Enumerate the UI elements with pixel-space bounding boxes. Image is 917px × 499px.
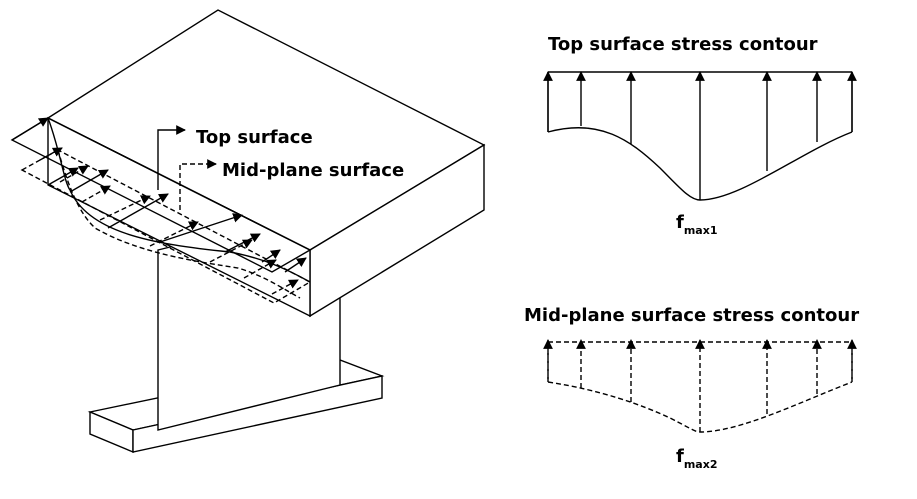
mid-arrow bbox=[149, 221, 199, 247]
mid-plane-stress-arrows bbox=[39, 147, 299, 295]
fmax1-label: fmax1 bbox=[676, 212, 717, 237]
top-contour-curve bbox=[547, 127, 853, 201]
top-arrow bbox=[69, 169, 109, 193]
mid-arrow bbox=[99, 195, 151, 221]
mid-plane-surface-label: Mid-plane surface bbox=[222, 160, 404, 181]
top-arrow bbox=[159, 213, 243, 243]
mid-arrow bbox=[39, 147, 63, 161]
mid-arrow bbox=[243, 259, 277, 279]
mid-contour-arrows bbox=[543, 339, 857, 432]
top-surface-contour-panel: Top surface stress contour fmax1 bbox=[543, 34, 857, 237]
top-arrow bbox=[107, 193, 169, 229]
top-contour-title: Top surface stress contour bbox=[548, 34, 818, 55]
top-arrow bbox=[47, 167, 79, 186]
top-surface-leader bbox=[157, 125, 186, 190]
top-surface-label: Top surface bbox=[196, 127, 313, 148]
fmax2-label: fmax2 bbox=[676, 446, 717, 471]
top-surface-stress-arrows bbox=[11, 117, 307, 273]
top-contour-arrows bbox=[543, 71, 857, 200]
mid-arrow bbox=[81, 185, 111, 203]
top-arrow bbox=[284, 257, 307, 273]
mid-arrow bbox=[271, 279, 299, 295]
top-arrow bbox=[261, 249, 281, 263]
beam-3d-illustration: Top surface Mid-plane surface bbox=[10, 9, 486, 454]
mid-arrow bbox=[59, 165, 89, 183]
top-arrow bbox=[11, 117, 49, 141]
mid-contour-curve bbox=[547, 381, 853, 433]
mid-contour-title: Mid-plane surface stress contour bbox=[524, 305, 859, 326]
mid-plane-strip bbox=[20, 149, 312, 304]
mid-stress-curve bbox=[57, 149, 301, 299]
mid-plane-contour-panel: Mid-plane surface stress contour fmax2 bbox=[524, 305, 859, 471]
